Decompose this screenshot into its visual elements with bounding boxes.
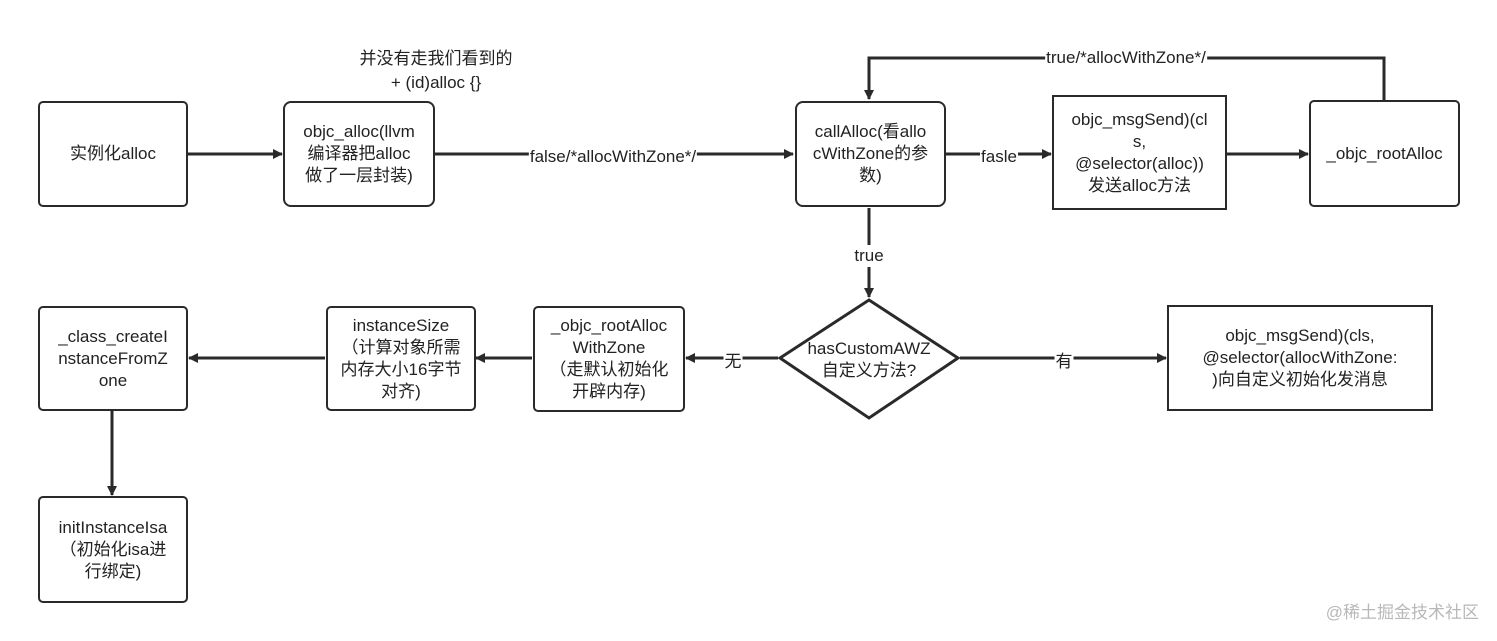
- node-instantiate-alloc: 实例化alloc: [38, 101, 188, 207]
- node-root-alloc: _objc_rootAlloc: [1309, 100, 1460, 207]
- node-instance-size: instanceSize （计算对象所需内存大小16字节对齐): [326, 306, 476, 411]
- decision-diamond-shape: [777, 298, 961, 420]
- edge-label-false-allocwithzone: false/*allocWithZone*/: [528, 146, 698, 168]
- node-callalloc: callAlloc(看allocWithZone的参数): [795, 101, 946, 207]
- edge-label-wu: 无: [723, 351, 743, 373]
- watermark-juejin: @稀土掘金技术社区: [1325, 603, 1479, 622]
- node-objc-alloc: objc_alloc(llvm编译器把alloc做了一层封装): [283, 101, 435, 207]
- node-msgsend-allocwithzone: objc_msgSend)(cls, @selector(allocWithZo…: [1167, 305, 1433, 411]
- node-msgsend-alloc: objc_msgSend)(cls, @selector(alloc))发送al…: [1052, 95, 1227, 210]
- node-root-alloc-with-zone: _objc_rootAllocWithZone （走默认初始化开辟内存): [533, 306, 685, 412]
- decision-hascustomawz: hasCustomAWZ 自定义方法?: [807, 339, 931, 380]
- edge-label-you: 有: [1054, 351, 1074, 373]
- edge-label-fasle: fasle: [980, 146, 1018, 168]
- node-class-create-instance: _class_createInstanceFromZone: [38, 306, 188, 411]
- node-init-instance-isa: initInstanceIsa （初始化isa进行绑定): [38, 496, 188, 603]
- note-not-alloc: 并没有走我们看到的 + (id)alloc {}: [359, 49, 513, 92]
- edge-label-true: true: [853, 245, 885, 267]
- edge-label-true-allocwithzone: true/*allocWithZone*/: [1045, 47, 1207, 69]
